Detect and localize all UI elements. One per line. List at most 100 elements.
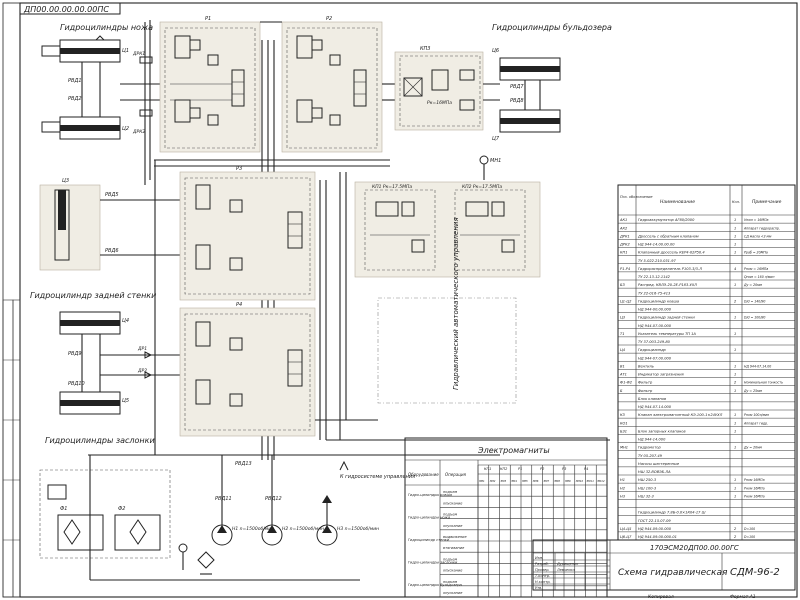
spec-row-pos: Ф1-Ф2 [620,381,633,385]
svg-text:Ц4: Ц4 [122,318,129,324]
svg-text:Р3: Р3 [236,166,242,172]
spec-row-name: НД 944-14.000 [638,438,666,442]
svg-text:Формат А1: Формат А1 [730,594,756,600]
spec-row-pos: Н2 [620,486,626,490]
spec-row-pos: ДРК2 [619,243,631,247]
spec-row-name: НШ 32-3 [638,494,655,498]
spec-row-note: D/d = 140/90 [744,299,765,303]
spec-row-name: НД 944-09.00.000-01 [638,535,677,539]
top-stamp-box [19,2,121,15]
spec-row-qty: 1 [734,478,736,482]
spec-row-pos: Р1-Р4 [620,267,631,271]
dozer-cyl-label: Гидроцилиндры бульдозера [492,23,612,32]
svg-text:Операция: Операция [445,472,467,477]
spec-row-pos: КО1 [620,421,628,425]
spec-row-qty: 1 [734,389,736,393]
svg-text:РВД8: РВД8 [510,98,524,104]
svg-text:Провер.: Провер. [535,568,550,572]
spec-row-pos: Ц3 [620,316,626,320]
spec-row-note: Аппарат гидрораспр. [743,226,780,230]
label-c7: Ц7 [492,136,500,142]
svg-text:Копировал: Копировал [648,594,674,600]
svg-text:Н1 n=1500об/мин: Н1 n=1500об/мин [232,526,274,532]
svg-text:Ф1: Ф1 [60,506,68,512]
label-c2: Ц2 [122,126,129,132]
drawing-code: СДМ-96-2 [730,567,780,578]
top-stamp-text: ДП00.00.00.00.00ПС [23,5,109,14]
spec-row-qty: 1 [734,283,736,287]
spec-row-name: ТУ 22-016-75-413 [638,291,671,295]
spec-row-note: D=100 [744,535,755,539]
control-unit-label: Гидравлический автоматического управлени… [452,217,460,390]
magnet-subhead: ЭМ9 [564,479,571,483]
spec-row-name: Гидроаккумулятор АГ60/2000 [638,218,695,222]
spec-row-qty: 1 [734,486,736,490]
spec-row-name: ТУ 37.003.249-80 [638,340,671,344]
svg-text:Н3 n=1500об/мин: Н3 n=1500об/мин [337,526,379,532]
magnet-row-op: втягивание [443,546,464,550]
svg-text:МН1: МН1 [490,158,501,164]
spec-row-pos: Ц1-Ц2 [620,299,632,303]
spec-row-name: Гидроцилиндр 7.8Б-0.0×1К04-17 Ш [638,511,706,515]
spec-row-qty: 1 [734,446,736,450]
spec-row-qty: 1 [734,234,736,238]
spec-row-note: Номинальная тонкость [744,381,783,385]
title-block: 170ЭСМ20ДП00.00.00ГС Схема гидравлическа… [532,539,796,600]
spec-row-qty: 1 [734,413,736,417]
dozer-cylinder-group: РВД7 РВД8 Ц6 Ц7 [483,48,561,142]
spec-row-name: Индикатор загрязнения [638,373,685,377]
spec-row-name: ТУ 5-022.210.031-97 [638,259,677,263]
magnet-row-equip: Гидро-цилиндры бульдозера [408,583,462,587]
svg-text:Левченко: Левченко [556,568,575,572]
spec-row-note: Ду = 20мм [743,446,763,450]
spec-row-name: Насосы шестеренные [638,462,680,466]
svg-text:РВД10: РВД10 [68,381,85,387]
spec-row-pos: АТ1 [619,373,627,377]
spec-row-note: Pраб = 20МПа [744,251,768,255]
spec-row-pos: Т1 [620,332,624,336]
magnet-row-op: выдвижение [443,535,467,539]
spec-row-qty: 1 [734,332,736,336]
spec-row-note: Ду = 25мм [743,389,763,393]
svg-text:РВД2: РВД2 [68,96,82,102]
spec-row-pos: БЗ [620,283,625,287]
spec-row-pos: Ц4-Ц5 [620,527,632,531]
magnet-row-op: опускание [443,591,462,595]
spec-row-qty: 1 [734,251,736,255]
spec-row-qty: 1 [734,373,736,377]
svg-text:Н.контр.: Н.контр. [535,580,551,584]
svg-text:КП1: КП1 [484,467,491,471]
spec-row-name: Гидроцилиндр [638,348,667,352]
svg-text:ДРК1: ДРК1 [132,51,145,57]
spec-row-qty: 1 [734,364,736,368]
spec-row-name: Клапан электромагнитный КЭ-100-1×24УХЛ [638,413,723,417]
spec-row-qty: 2 [734,535,737,539]
spec-row-name: НД 944-14.00.00.00 [638,243,675,247]
magnet-subhead: ЭМ10 [575,479,584,483]
spec-row-name: ГОСТ 22-15.07-09 [638,519,671,523]
flap-cylinder-group: Ц4 Ц5 РВД9 РВД10 ДР1 ДР2 [59,311,180,415]
distributor-r3: Р3 [179,166,316,301]
svg-text:Т.контр.: Т.контр. [535,574,550,578]
svg-text:Р2: Р2 [326,16,332,22]
spec-row-pos: АК1 [619,218,627,222]
svg-text:РВД12: РВД12 [265,496,282,502]
to-drain-label: К гидросистеме управления [340,474,415,480]
spec-row-pos: КЗ [620,413,626,417]
spec-row-pos: БЗ1 [620,429,627,433]
spec-row-name: Распред. КВЛЭ-20-2Е-Р183-УХЛ [638,283,697,287]
spec-row-qty: 1 [734,429,736,433]
spec-row-name: Гидрораспределитель Р103-3/3-Л [638,267,702,271]
svg-text:Р4: Р4 [236,302,242,308]
rear-wall-cylinder: Ц3 РВД5 РВД6 [39,178,180,271]
spec-row-pos: КП1 [620,251,628,255]
svg-text:РВД1: РВД1 [68,78,82,84]
svg-text:РВД9: РВД9 [68,351,82,357]
drawing-title: Схема гидравлическая [618,568,728,578]
spec-row-name: НД 944-00.00.000 [638,308,672,312]
spec-row-note: Рном 16МПа [744,478,765,482]
spec-row-name: Гидромотор [638,446,662,450]
magnet-subhead: ЭМ12 [596,479,605,483]
spec-row-qty: 2 [734,527,737,531]
